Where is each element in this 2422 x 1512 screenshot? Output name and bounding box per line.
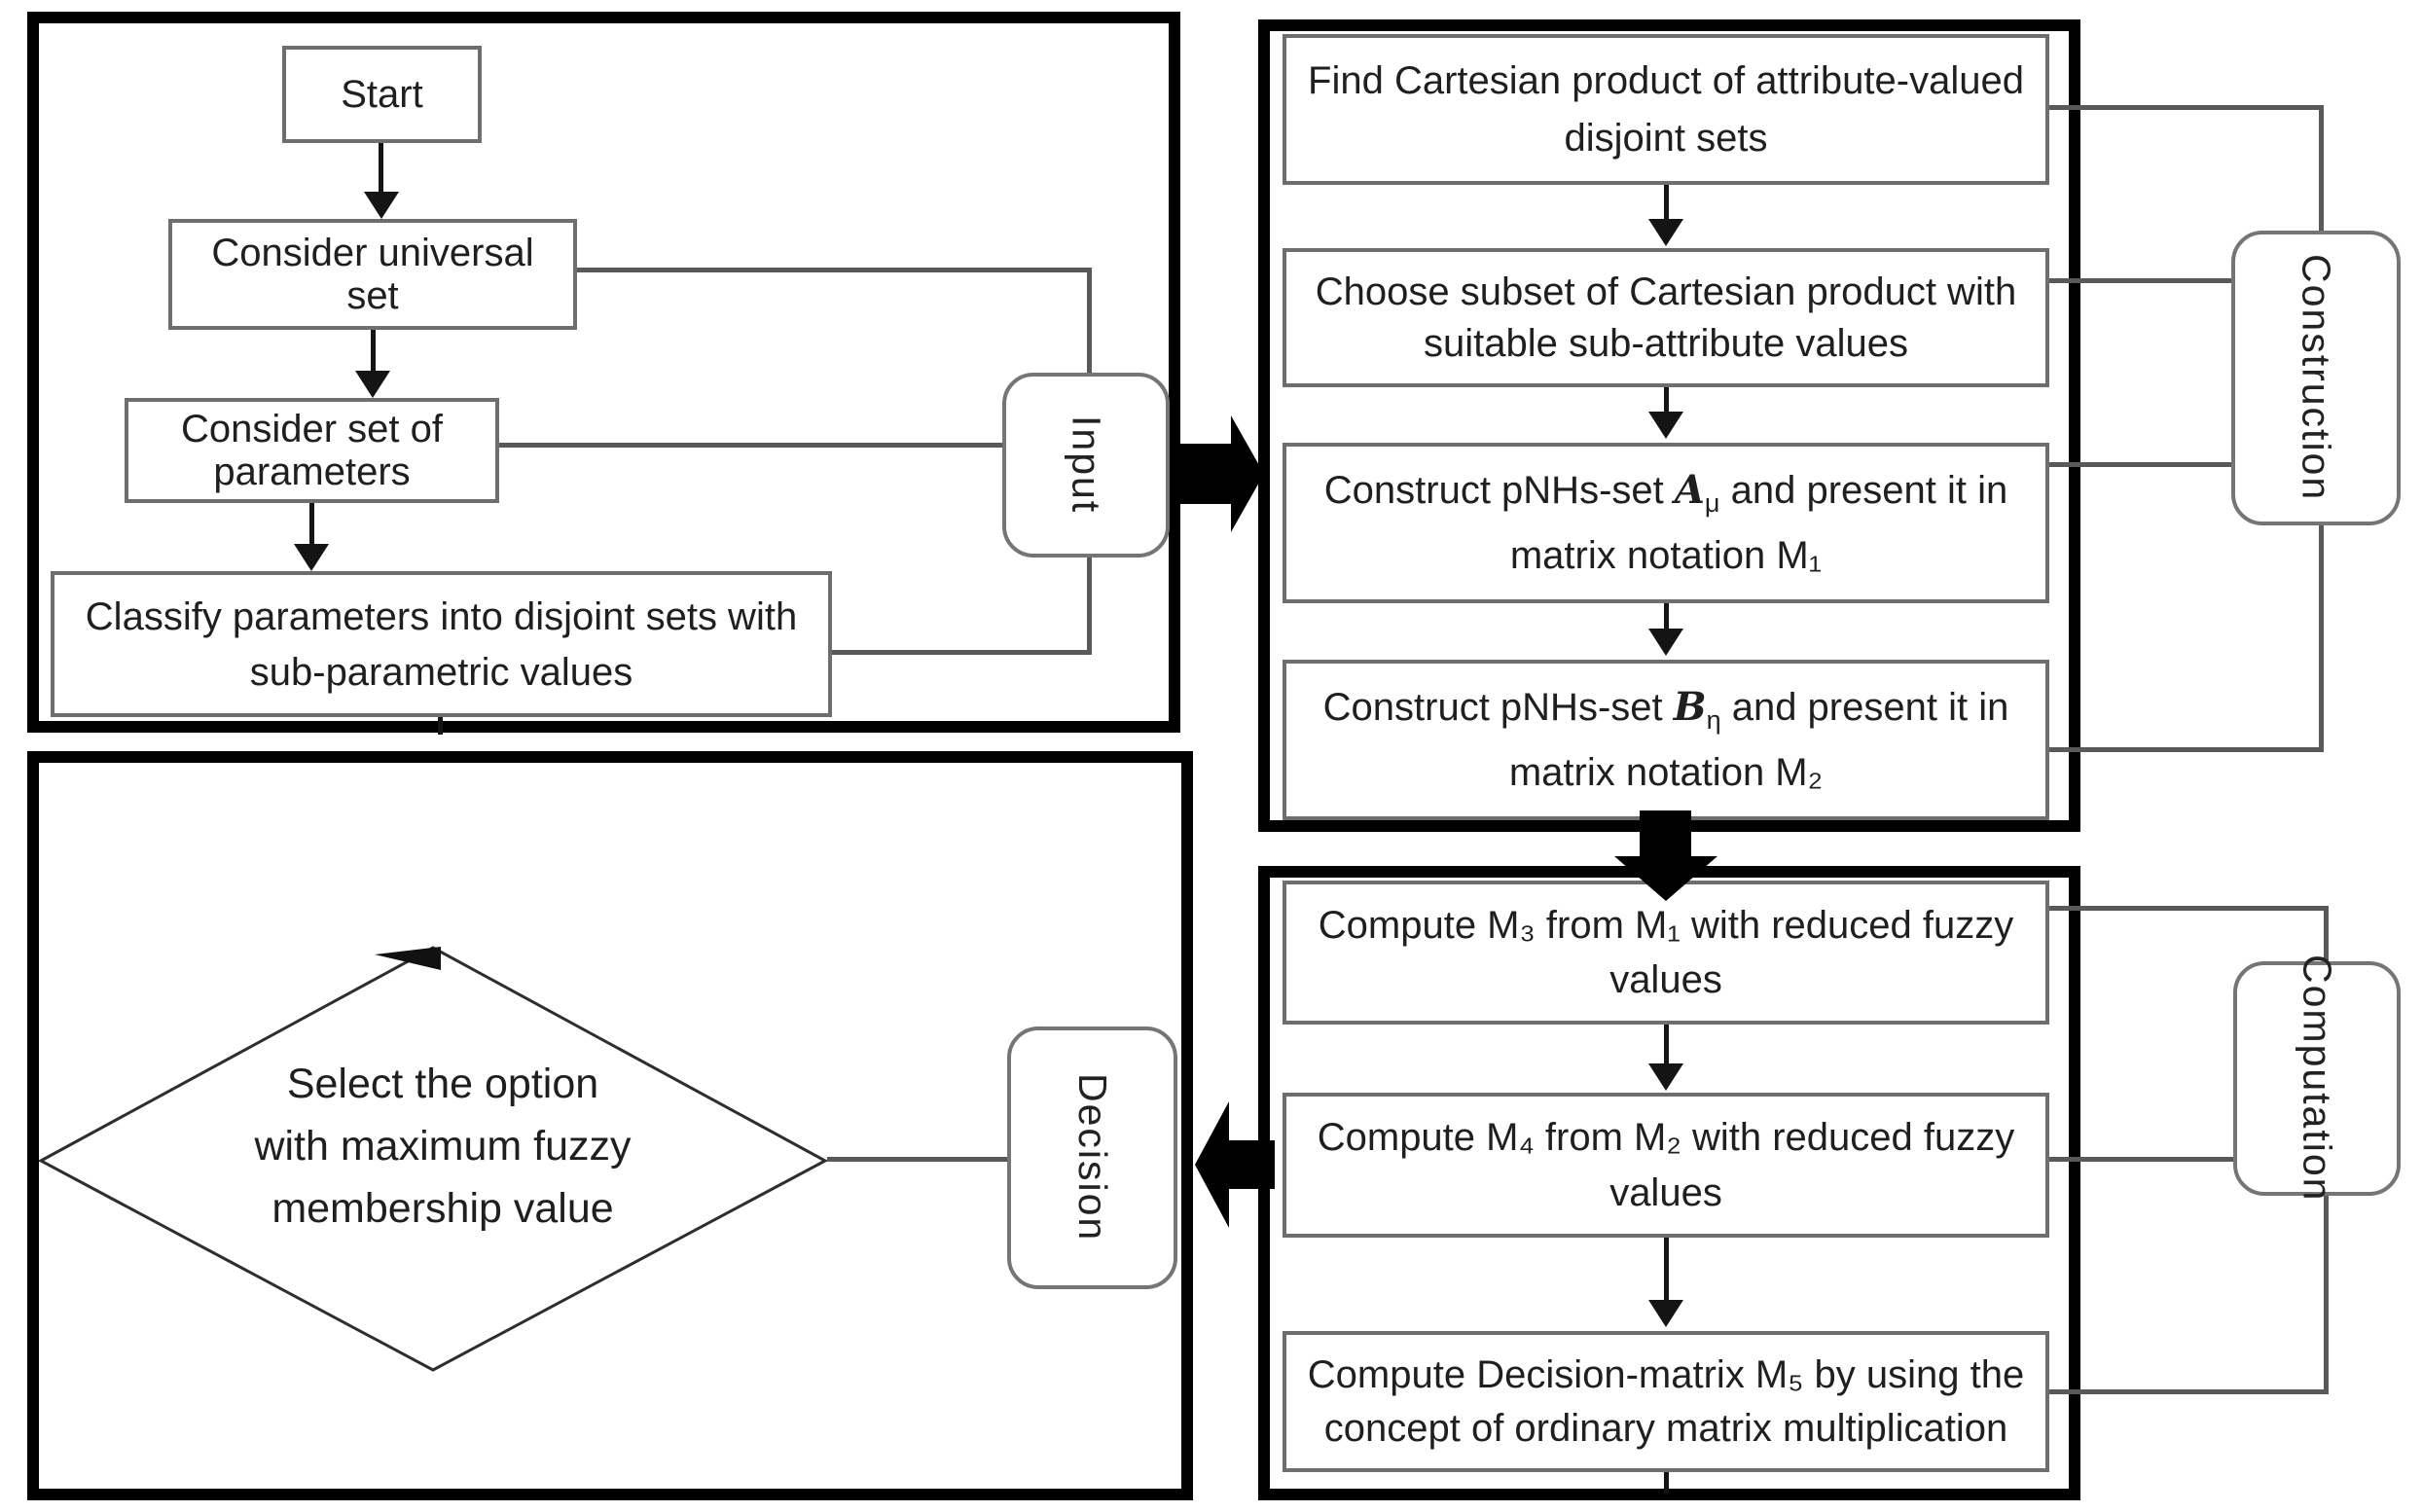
subset-line1: Choose subset of Cartesian product with [1315,270,2017,313]
connector-construct-a-horizontal [2049,462,2231,467]
compute-m4-box: Compute M₄ from M₂ with reduced fuzzy va… [1283,1093,2049,1238]
construction-stage-label: Construction [2294,254,2339,502]
decision-stage-label-box: Decision [1007,1026,1177,1289]
subset-box: Choose subset of Cartesian product with … [1283,248,2049,387]
connector-m3-vertical [2324,906,2329,963]
decision-stage-label: Decision [1070,1073,1115,1242]
diamond-line1: Select the option [286,1061,599,1107]
compute-m3-line1: Compute M₃ from M₁ with reduced fuzzy [1318,904,2014,947]
connector-construct-b-horizontal [2049,747,2323,752]
arrowhead-cartesian-to-subset [1648,219,1683,246]
compute-m5-line1: Compute Decision-matrix M₅ by using the [1307,1353,2025,1397]
connector-classify-horizontal [832,650,1091,655]
computation-stage-label-box: Computation [2233,954,2401,1203]
subscript-mu: μ [1704,487,1720,518]
universal-set-label: Consider universal set [211,232,534,317]
decision-diamond [39,946,827,1372]
block-arrow-down-body [1640,810,1691,856]
connector-m5-horizontal [2049,1389,2328,1394]
compute-m3-line2: values [1609,958,1722,1001]
compute-m4-line2: values [1609,1170,1722,1214]
input-stage-label-box: Input [1002,373,1170,558]
arrow-cartesian-to-subset [1664,185,1669,221]
arrowhead-construct-a-to-b [1648,629,1683,656]
diamond-line3: membership value [271,1185,614,1232]
compute-m5-line2: concept of ordinary matrix multiplicatio… [1323,1406,2008,1450]
construct-b-line2: matrix notation M₂ [1508,751,1824,795]
subscript-eta: η [1706,704,1721,735]
decision-diamond-text: Select the option with maximum fuzzy mem… [151,1053,735,1240]
computation-stage-label: Computation [2295,954,2340,1203]
connector-m5-vertical [2324,1194,2329,1394]
arrow-universal-to-parameters [371,330,376,373]
arrowhead-parameters-to-classify [294,544,329,571]
connector-subset-horizontal [2049,278,2231,283]
connector-classify-vertical [1087,556,1092,655]
m5-bottom-stub [1664,1472,1669,1494]
arrow-parameters-to-classify [309,503,314,546]
block-arrow-left-body [1229,1140,1275,1189]
cartesian-line2: disjoint sets [1564,117,1768,161]
construct-a-line2: matrix notation M₁ [1509,534,1823,578]
arrowhead-subset-to-construct-a [1648,412,1683,439]
arrow-construct-a-to-b [1664,603,1669,630]
construction-stage-label-box: Construction [2231,231,2401,525]
block-arrow-down-head [1614,856,1717,901]
parameter-set-label: Consider set of parameters [180,408,444,493]
connector-m3-horizontal [2049,906,2328,911]
classify-bottom-stub [438,717,443,735]
arrow-subset-to-construct-a [1664,387,1669,414]
construct-b-box: Construct pNHs-set Bη and present it in … [1283,660,2049,820]
connector-universal-vertical [1087,268,1092,375]
connector-universal-horizontal [577,268,1091,272]
fraktur-b-symbol: B [1673,683,1707,730]
compute-m5-box: Compute Decision-matrix M₅ by using the … [1283,1331,2049,1472]
construct-a-line1: Construct pNHs-set Aμ and present it in [1323,466,2008,518]
diamond-line2: with maximum fuzzy [254,1123,632,1170]
classify-box: Classify parameters into disjoint sets w… [51,571,832,717]
classify-line2: sub-parametric values [249,650,633,694]
cartesian-line1: Find Cartesian product of attribute-valu… [1308,58,2024,102]
connector-cartesian-vertical [2319,105,2324,233]
start-box: Start [282,46,482,143]
compute-m3-box: Compute M₃ from M₁ with reduced fuzzy va… [1283,881,2049,1025]
construct-b-line1: Construct pNHs-set Bη and present it in [1322,683,2009,735]
start-label: Start [341,73,423,116]
arrow-m4-to-m5 [1664,1238,1669,1302]
block-arrow-right-body [1180,444,1231,504]
cartesian-box: Find Cartesian product of attribute-valu… [1283,34,2049,185]
arrow-m3-to-m4 [1664,1025,1669,1065]
classify-line1: Classify parameters into disjoint sets w… [85,594,798,638]
arrow-start-to-universal [379,143,383,195]
input-stage-label: Input [1064,415,1109,515]
arrowhead-m4-to-m5 [1648,1300,1683,1327]
connector-construct-b-vertical [2319,523,2324,752]
connector-parameters-horizontal [499,443,1002,448]
connector-m4-horizontal [2049,1157,2233,1162]
parameter-set-box: Consider set of parameters [125,398,499,503]
arrowhead-universal-to-parameters [355,371,390,398]
construct-a-box: Construct pNHs-set Aμ and present it in … [1283,443,2049,603]
compute-m4-line1: Compute M₄ from M₂ with reduced fuzzy [1317,1116,2015,1160]
diamond-apex-arrowhead [375,947,441,970]
block-arrow-left-head [1195,1101,1229,1228]
subset-line2: suitable sub-attribute values [1423,322,1909,366]
fraktur-a-symbol: A [1674,466,1705,513]
connector-diamond-horizontal [827,1157,1007,1162]
arrowhead-m3-to-m4 [1648,1063,1683,1091]
universal-set-box: Consider universal set [168,219,577,330]
arrowhead-start-to-universal [364,192,399,219]
connector-cartesian-horizontal [2049,105,2323,110]
block-arrow-right-head [1231,415,1264,532]
